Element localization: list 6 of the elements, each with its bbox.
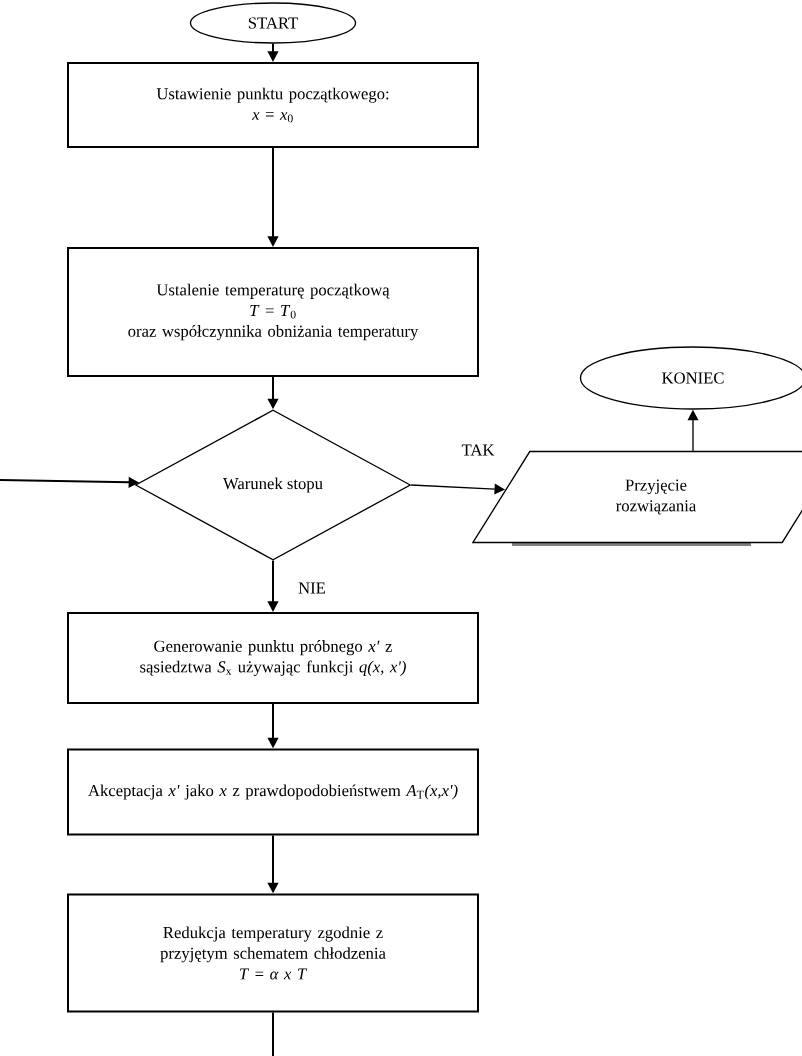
process-box: Generowanie punktu próbnego x' z sąsiedztwa S$_{x}$ używając funkcji q(x, x') [67,612,479,704]
edge-label: NIE [295,579,329,597]
process-box: Redukcja temperatury zgodnie z przyjętym schematem chłodzenia T = α x T [67,893,479,1013]
process-box: Ustawienie punktu początkowego: x = x$_{0}$ [67,62,479,148]
process-box: Ustalenie temperaturę początkową T = T$_{0}$ oraz współczynnika obniżania temperatury [67,247,479,377]
process-box: Akceptacja x' jako x z prawdopodobieństwem A$_{T}$(x,x') [67,748,479,836]
